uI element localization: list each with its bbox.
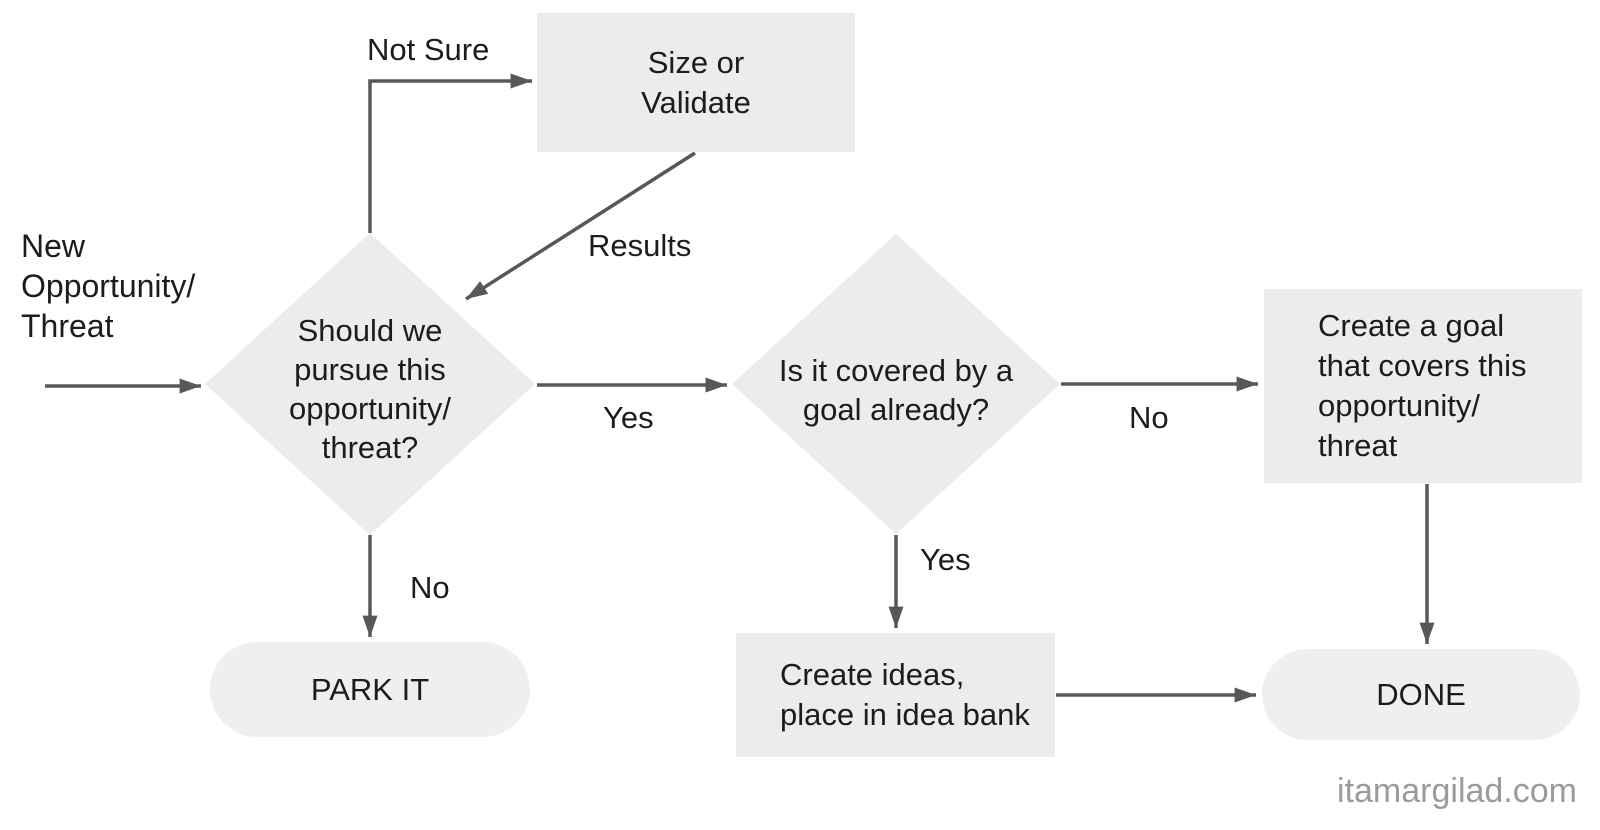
decision-diamond-pursue [205,233,535,535]
edge-pursue-notsure-to-size-validate [368,73,532,233]
edge-label-results: Results [588,228,692,263]
decision-diamond-covered [732,234,1060,534]
edge-label-no-pursue: No [410,570,450,605]
node-size-or-validate: Size or Validate [537,13,855,152]
node-create-ideas: Create ideas, place in idea bank [736,633,1055,757]
node-park-it: PARK IT [210,642,530,737]
edge-label-yes-covered: Yes [920,542,971,577]
node-done: DONE [1262,649,1580,740]
node-create-goal: Create a goal that covers this opportuni… [1264,289,1582,483]
edge-label-yes-pursue: Yes [603,400,654,435]
start-label-new-opportunity-threat: New Opportunity/ Threat [21,228,196,344]
watermark-itamargilad: itamargilad.com [1337,772,1577,810]
edge-label-not-sure: Not Sure [367,32,490,67]
edge-size-validate-results-to-pursue [465,151,696,301]
edge-label-no-covered: No [1129,400,1169,435]
